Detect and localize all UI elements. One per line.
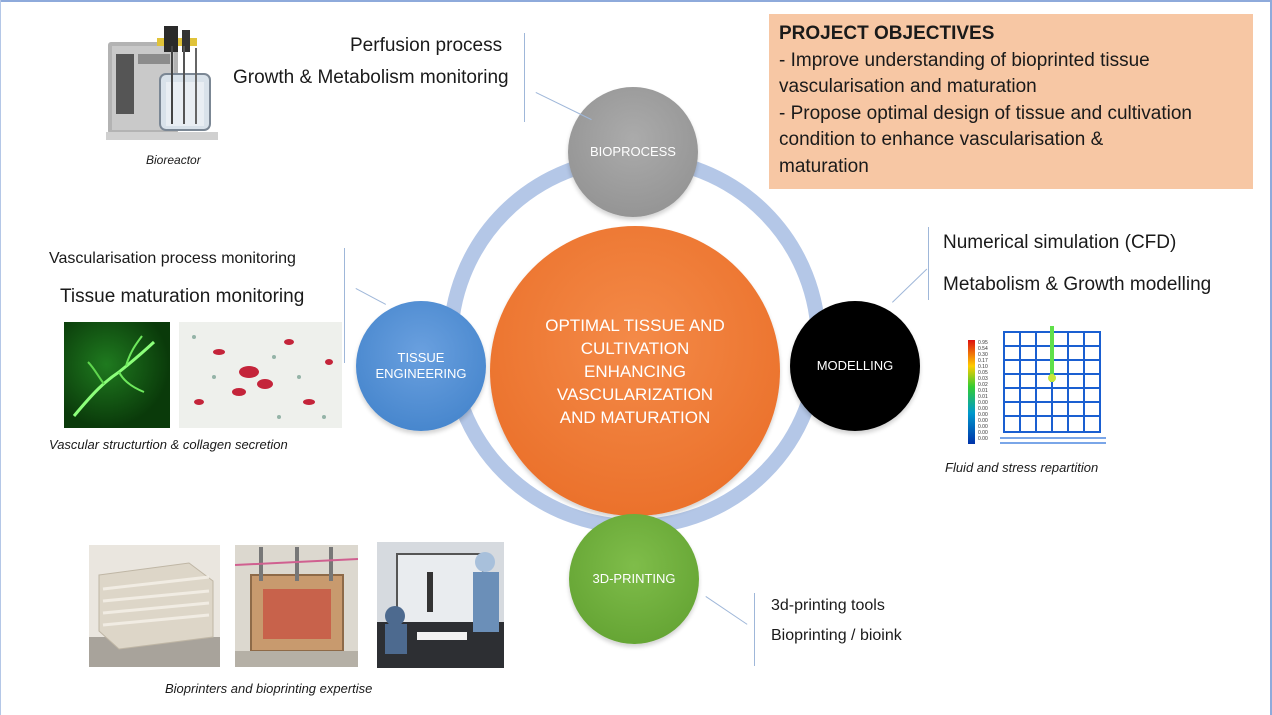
scale-value: 0.17: [978, 358, 988, 364]
printed-scaffold-image: [89, 545, 220, 667]
tissue-label-line: ENGINEERING: [375, 366, 467, 381]
scale-value: 0.95: [978, 340, 988, 346]
bioprinters-caption: Bioprinters and bioprinting expertise: [165, 681, 373, 696]
metabolism-growth-text: Metabolism & Growth modelling: [943, 274, 1212, 295]
bioprinting-bioink-text: Bioprinting / bioink: [771, 627, 902, 644]
3d-printing-circle: 3D-PRINTING: [569, 514, 699, 644]
scale-value: 0.00: [978, 406, 988, 412]
tissue-label-line: TISSUE: [397, 350, 445, 365]
objectives-line: - Propose optimal design of tissue and c…: [779, 102, 1192, 124]
bioprinting-lab-image: [377, 542, 504, 668]
center-line: OPTIMAL TISSUE AND: [545, 315, 725, 335]
center-line: CULTIVATION: [580, 338, 690, 358]
3d-printing-label: 3D-PRINTING: [592, 571, 676, 586]
bioreactor-caption: Bioreactor: [146, 153, 201, 167]
fluid-stress-caption: Fluid and stress repartition: [945, 460, 1099, 475]
bioprocess-label: BIOPROCESS: [590, 144, 676, 159]
objectives-title: PROJECT OBJECTIVES: [779, 23, 995, 44]
scale-value: 0.10: [978, 364, 988, 370]
scale-value: 0.00: [978, 400, 988, 406]
scale-value: 0.54: [978, 346, 988, 352]
3d-printing-tools-text: 3d-printing tools: [771, 597, 885, 614]
cfd-simulation-image: [966, 322, 1116, 448]
objectives-line: vascularisation and maturation: [779, 76, 1037, 97]
objectives-line: condition to enhance vascularisation &: [779, 129, 1104, 150]
printing-connector-line: [705, 596, 748, 625]
scale-value: 0.00: [978, 436, 988, 442]
printing-callout-line: [754, 593, 755, 666]
frame-left-border: [0, 0, 1, 715]
tissue-maturation-text: Tissue maturation monitoring: [60, 286, 305, 307]
modelling-connector-line: [892, 268, 928, 303]
tissue-callout-line: [344, 248, 345, 363]
vascular-microscopy-image: [64, 322, 170, 428]
tissue-engineering-circle: TISSUE ENGINEERING: [356, 301, 486, 431]
bioprocess-callout-line: [524, 33, 525, 122]
scale-value: 0.03: [978, 376, 988, 382]
tissue-connector-line: [355, 288, 387, 305]
objectives-line: maturation: [779, 155, 869, 177]
bioprocess-connector-line: [535, 92, 592, 121]
center-line: ENHANCING: [583, 361, 686, 381]
collagen-histology-image: [179, 322, 342, 428]
objectives-line: - Improve understanding of bioprinted ti…: [779, 49, 1150, 71]
cfd-color-scale-labels: 0.95 0.54 0.30 0.17 0.10 0.05 0.03 0.02 …: [978, 340, 996, 442]
center-line: VASCULARIZATION: [556, 384, 714, 404]
scale-value: 0.30: [978, 352, 988, 358]
modelling-label: MODELLING: [816, 358, 894, 373]
frame-right-border: [1270, 0, 1272, 715]
scale-value: 0.05: [978, 370, 988, 376]
scale-value: 0.02: [978, 382, 988, 388]
scale-value: 0.01: [978, 394, 988, 400]
modelling-circle: MODELLING: [790, 301, 920, 431]
perfusion-process-text: Perfusion process: [350, 35, 503, 56]
scale-value: 0.00: [978, 430, 988, 436]
scale-value: 0.00: [978, 418, 988, 424]
perfusion-chamber-image: [235, 545, 358, 667]
bioprocess-circle: BIOPROCESS: [568, 87, 698, 217]
center-line: AND MATURATION: [559, 407, 711, 427]
bioreactor-image: [102, 24, 226, 148]
frame-top-border: [0, 0, 1272, 2]
scale-value: 0.00: [978, 412, 988, 418]
vascular-collagen-caption: Vascular structurtion & collagen secreti…: [49, 437, 288, 452]
growth-metabolism-text: Growth & Metabolism monitoring: [233, 67, 509, 88]
project-objectives-box: PROJECT OBJECTIVES - Improve understandi…: [769, 14, 1253, 189]
numerical-simulation-text: Numerical simulation (CFD): [943, 232, 1177, 253]
central-goal-circle: OPTIMAL TISSUE AND CULTIVATION ENHANCING…: [490, 226, 780, 516]
vascularisation-monitoring-text: Vascularisation process monitoring: [49, 250, 296, 267]
scale-value: 0.00: [978, 424, 988, 430]
modelling-callout-line: [928, 227, 929, 300]
scale-value: 0.01: [978, 388, 988, 394]
